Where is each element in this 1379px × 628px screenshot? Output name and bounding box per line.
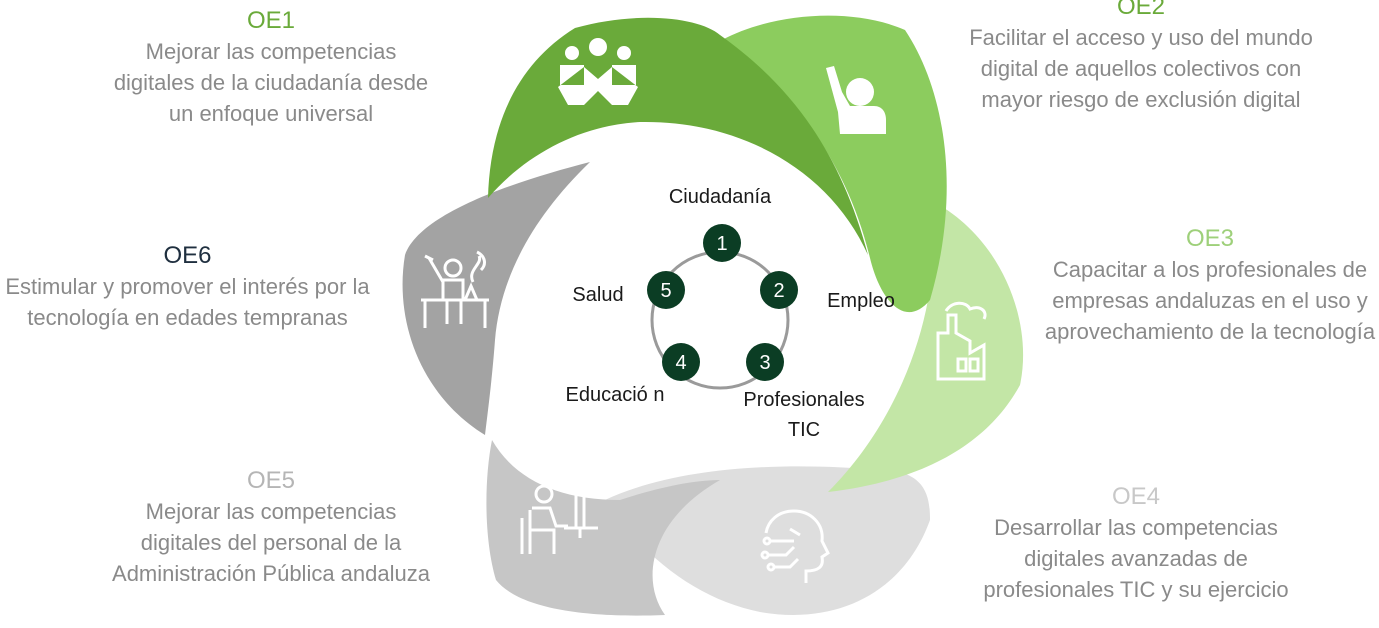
objective-description: Facilitar el acceso y uso del mundo digi… xyxy=(969,25,1313,112)
objective-oe4: OE4 Desarrollar las competencias digital… xyxy=(960,482,1312,605)
petal-oe2 xyxy=(722,15,947,313)
cycle-node-5: 5 xyxy=(647,271,685,309)
objective-oe3: OE3 Capacitar a los profesionales de emp… xyxy=(1040,224,1379,347)
cycle-node-circle xyxy=(647,271,685,309)
objective-code: OE2 xyxy=(1116,0,1166,20)
center-cycle: 1 2 3 4 5 xyxy=(647,224,798,390)
objective-description: Estimular y promover el interés por la t… xyxy=(5,274,370,330)
cycle-node-circle xyxy=(760,271,798,309)
petal-oe5 xyxy=(486,440,720,616)
center-label-5: Salud xyxy=(572,284,624,306)
objective-description: Mejorar las competencias digitales de la… xyxy=(113,39,429,126)
factory-icon xyxy=(936,301,987,381)
center-label-2: Empleo xyxy=(827,290,895,312)
cycle-node-number: 3 xyxy=(759,352,770,374)
person-raising-hand-icon xyxy=(826,66,886,134)
petal-oe6 xyxy=(402,162,590,435)
people-group-icon xyxy=(558,38,638,105)
objective-oe2: OE2 Facilitar el acceso y uso del mundo … xyxy=(960,0,1322,115)
objective-oe5: OE5 Mejorar las competencias digitales d… xyxy=(112,466,430,589)
cycle-node-3: 3 xyxy=(746,343,784,381)
objective-oe1: OE1 Mejorar las competencias digitales d… xyxy=(112,6,430,129)
person-at-computer-icon xyxy=(520,482,598,554)
objective-code: OE1 xyxy=(246,7,296,34)
objective-code: OE4 xyxy=(1111,483,1161,510)
cycle-node-2: 2 xyxy=(760,271,798,309)
cycle-node-circle xyxy=(662,343,700,381)
head-circuit-icon xyxy=(760,509,830,583)
petal-ring xyxy=(402,15,1024,616)
child-scientist-icon xyxy=(421,250,489,328)
center-label-4: Educació n xyxy=(565,384,665,406)
petal-oe3 xyxy=(828,200,1024,492)
cycle-node-number: 1 xyxy=(716,233,727,255)
objective-description: Capacitar a los profesionales de empresa… xyxy=(1044,257,1376,344)
cycle-node-number: 4 xyxy=(675,352,686,374)
objective-code: OE6 xyxy=(163,242,212,269)
cycle-node-number: 2 xyxy=(773,280,784,302)
cycle-node-circle xyxy=(703,224,741,262)
objective-description: Mejorar las competencias digitales del p… xyxy=(112,499,430,586)
petal-icons xyxy=(421,38,987,583)
cycle-node-1: 1 xyxy=(703,224,741,262)
objective-code: OE5 xyxy=(246,467,296,494)
objective-code: OE3 xyxy=(1185,225,1235,252)
cycle-node-circle xyxy=(746,343,784,381)
cycle-node-4: 4 xyxy=(662,343,700,381)
petal-oe1 xyxy=(488,17,868,256)
center-label-1: Ciudadanía xyxy=(668,186,772,208)
center-label-3: Profesionales TIC xyxy=(743,389,865,441)
objective-oe6: OE6 Estimular y promover el interés por … xyxy=(0,241,375,333)
objective-description: Desarrollar las competencias digitales a… xyxy=(983,515,1289,602)
cycle-node-number: 5 xyxy=(660,280,671,302)
